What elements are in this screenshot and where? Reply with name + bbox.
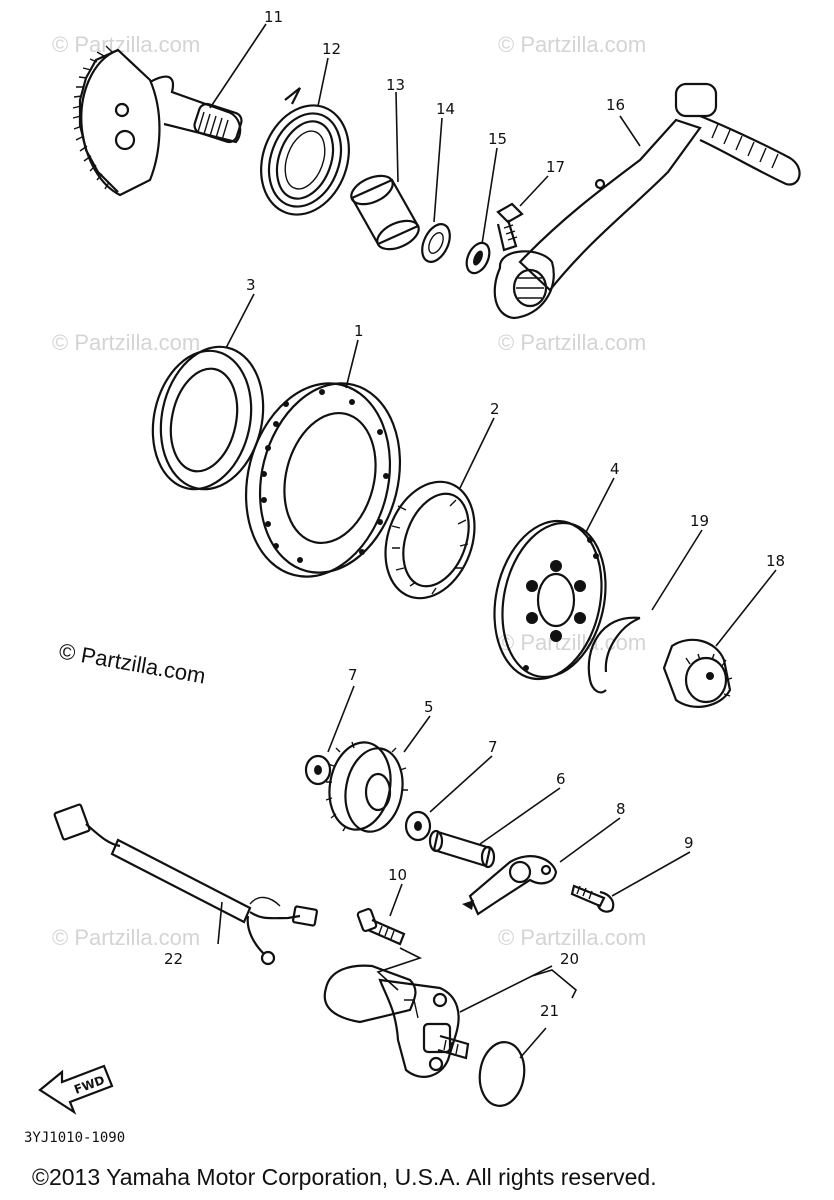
part-17-bolt [496,202,524,252]
leader-lines [209,23,777,1059]
part-1-starter-clutch [244,382,402,578]
callout-1: 1 [354,322,364,340]
watermark-faint: © Partzilla.com [498,925,646,950]
callout-13: 13 [386,76,405,94]
part-9-screw [570,884,615,913]
callout-4: 4 [610,460,620,478]
callout-9: 9 [684,834,694,852]
part-21-o-ring [478,1041,526,1107]
part-16-kick-crank [493,82,801,320]
part-19-circlip [587,616,641,694]
watermark-faint: © Partzilla.com [498,32,646,57]
part-22-wire-lead [53,803,319,966]
part-2-one-way-clutch [384,480,476,600]
callout-15: 15 [488,130,507,148]
sector-gear-teeth [72,45,113,190]
part-4-clutch-plate [493,519,607,681]
part-5-idler-gear [325,741,408,833]
copyright-notice: ©2013 Yamaha Motor Corporation, U.S.A. A… [32,1164,657,1190]
part-14-washer [421,223,451,263]
watermark-faint: © Partzilla.com [52,330,200,355]
part-11-kick-axle [72,45,243,197]
callout-10: 10 [388,866,407,884]
part-10-bolt [356,907,406,946]
part-3-ring [151,345,265,491]
callout-21: 21 [540,1002,559,1020]
callout-6: 6 [556,770,566,788]
part-20-starter-motor [323,964,470,1078]
callout-18: 18 [766,552,785,570]
part-18-pinion [662,638,733,708]
callout-5: 5 [424,698,434,716]
part-12-torsion-spring [260,87,350,216]
part-8-bracket [462,855,558,916]
part-13-collar [350,174,420,251]
callout-20: 20 [560,950,579,968]
callout-17: 17 [546,158,565,176]
part-7-washer-2 [404,810,432,842]
diagram-code: 3YJ1010-1090 [24,1130,125,1146]
callout-16: 16 [606,96,625,114]
part-7-washer [304,754,332,786]
watermark-faint: © Partzilla.com [498,330,646,355]
callout-12: 12 [322,40,341,58]
watermark-partzilla: © Partzilla.com [57,638,207,688]
callout-2: 2 [490,400,500,418]
callout-numbers: 11 12 13 14 15 17 16 3 1 2 4 19 18 7 5 7… [164,8,785,1020]
watermark-faint: © Partzilla.com [52,32,200,57]
callout-7b: 7 [488,738,498,756]
part-6-shaft [428,829,496,869]
watermark-faint: © Partzilla.com [52,925,200,950]
callout-3: 3 [246,276,256,294]
part-15-circlip [465,241,491,275]
fwd-arrow-icon: FWD [38,1064,114,1115]
callout-7a: 7 [348,666,358,684]
callout-11: 11 [264,8,283,26]
callout-8: 8 [616,800,626,818]
callout-14: 14 [436,100,455,118]
callout-19: 19 [690,512,709,530]
callout-22: 22 [164,950,183,968]
watermark-faint: © Partzilla.com [498,630,646,655]
faint-watermarks: © Partzilla.com © Partzilla.com © Partzi… [52,32,646,950]
